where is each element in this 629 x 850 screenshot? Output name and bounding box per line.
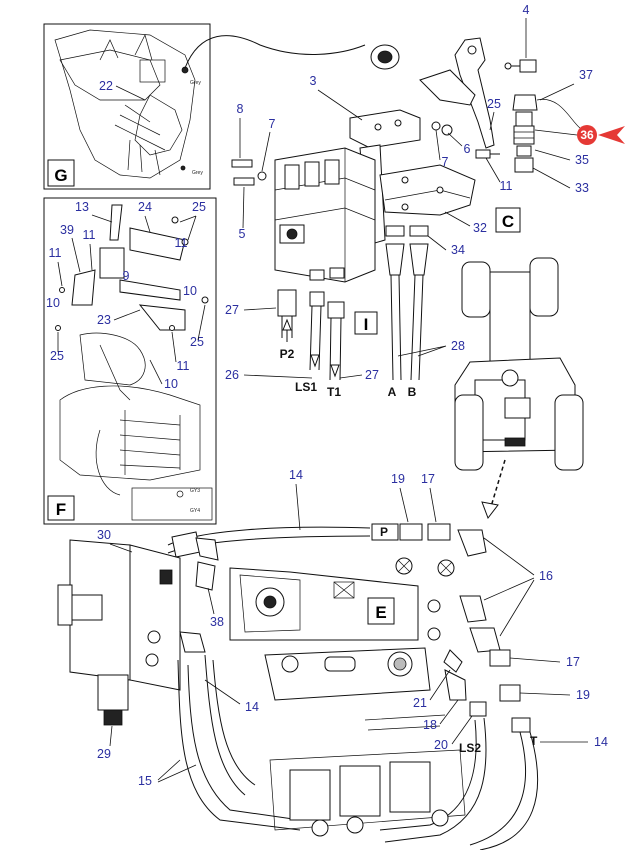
view-letter-c: C <box>502 212 514 231</box>
arrow-up-icon-head <box>282 318 292 331</box>
callout-14-bottom: 14 <box>594 735 608 749</box>
top-right-valve-stack <box>504 59 581 173</box>
callout-15: 15 <box>138 774 152 788</box>
callout-23: 23 <box>97 313 111 327</box>
port-label-t: T <box>530 734 538 748</box>
callout-19-bottom: 19 <box>576 688 590 702</box>
callout-11-f-a: 11 <box>83 228 96 242</box>
callout-20: 20 <box>434 738 448 752</box>
callout-3: 3 <box>310 74 317 88</box>
callout-7-left: 7 <box>269 117 276 131</box>
callout-29: 29 <box>97 747 111 761</box>
callout-35: 35 <box>575 153 589 167</box>
callout-13: 13 <box>75 200 89 214</box>
port-label-ls2: LS2 <box>459 741 481 755</box>
callout-11-f-b: 11 <box>175 236 188 250</box>
callout-17-bottom: 17 <box>566 655 580 669</box>
hose-set-top <box>277 225 429 381</box>
callout-32: 32 <box>473 221 487 235</box>
callout-7-right: 7 <box>442 155 449 169</box>
callout-25-f-mid: 25 <box>190 335 204 349</box>
callout-9: 9 <box>123 269 130 283</box>
callout-6: 6 <box>464 142 471 156</box>
callout-10-f-c: 10 <box>164 377 178 391</box>
arrow-down-icon-ls1 <box>310 354 320 368</box>
view-letter-i: I <box>364 315 369 334</box>
connector-label-gy3: GY3 <box>190 488 200 494</box>
callout-36: 36 <box>580 128 594 142</box>
arrow-down-icon-t1 <box>330 364 340 378</box>
port-label-p: P <box>380 525 388 539</box>
wire-label-grey-2: Grey <box>192 170 203 176</box>
callout-34: 34 <box>451 243 465 257</box>
callout-37: 37 <box>579 68 593 82</box>
callout-11-f-d: 11 <box>177 359 190 373</box>
lever-bracket <box>419 37 500 159</box>
callout-25-top: 25 <box>487 97 501 111</box>
callout-11-f-c: 11 <box>49 246 62 260</box>
callout-25-f-low: 25 <box>50 349 64 363</box>
connector-label-gy4: GY4 <box>190 508 200 514</box>
callout-25-f-top: 25 <box>192 200 206 214</box>
callout-10-f-b: 10 <box>46 296 60 310</box>
callout-21: 21 <box>413 696 427 710</box>
callout-24: 24 <box>138 200 152 214</box>
wire-label-grey-1: Grey <box>190 80 201 86</box>
callout-5: 5 <box>239 227 246 241</box>
callout-33: 33 <box>575 181 589 195</box>
callout-38: 38 <box>210 615 224 629</box>
tractor-rear-view <box>454 257 584 471</box>
callout-4: 4 <box>523 3 530 17</box>
port-label-b: B <box>408 385 417 399</box>
main-valve-block <box>231 44 421 283</box>
callout-39: 39 <box>60 223 74 237</box>
port-label-p2: P2 <box>280 347 295 361</box>
callout-28: 28 <box>451 339 465 353</box>
port-label-ls1: LS1 <box>295 380 317 394</box>
callout-30: 30 <box>97 528 111 542</box>
view-letter-g: G <box>54 166 67 185</box>
port-label-t1: T1 <box>327 385 341 399</box>
callout-18: 18 <box>423 718 437 732</box>
view-letter-f: F <box>56 500 66 519</box>
callout-26: 26 <box>225 368 239 382</box>
callout-27-bottom: 27 <box>365 368 379 382</box>
port-label-a: A <box>388 385 397 399</box>
callout-27-top: 27 <box>225 303 239 317</box>
callout-8: 8 <box>237 102 244 116</box>
red-pointer-arrow-icon <box>598 126 625 144</box>
view-g-inset <box>43 23 211 190</box>
callout-36-highlight <box>577 125 597 145</box>
callout-14-mid: 14 <box>245 700 259 714</box>
pointer-arrow-icon <box>481 501 499 520</box>
bracket-c <box>379 164 521 233</box>
view-letter-e: E <box>375 603 386 622</box>
view-f-inset <box>43 197 217 525</box>
callout-22: 22 <box>99 79 113 93</box>
callout-17-top: 17 <box>421 472 435 486</box>
callout-14-top: 14 <box>289 468 303 482</box>
callout-19-top: 19 <box>391 472 405 486</box>
callout-16: 16 <box>539 569 553 583</box>
callout-11-top: 11 <box>500 179 513 193</box>
view-e-assembly: P <box>57 523 538 850</box>
callout-10-f-a: 10 <box>183 284 197 298</box>
